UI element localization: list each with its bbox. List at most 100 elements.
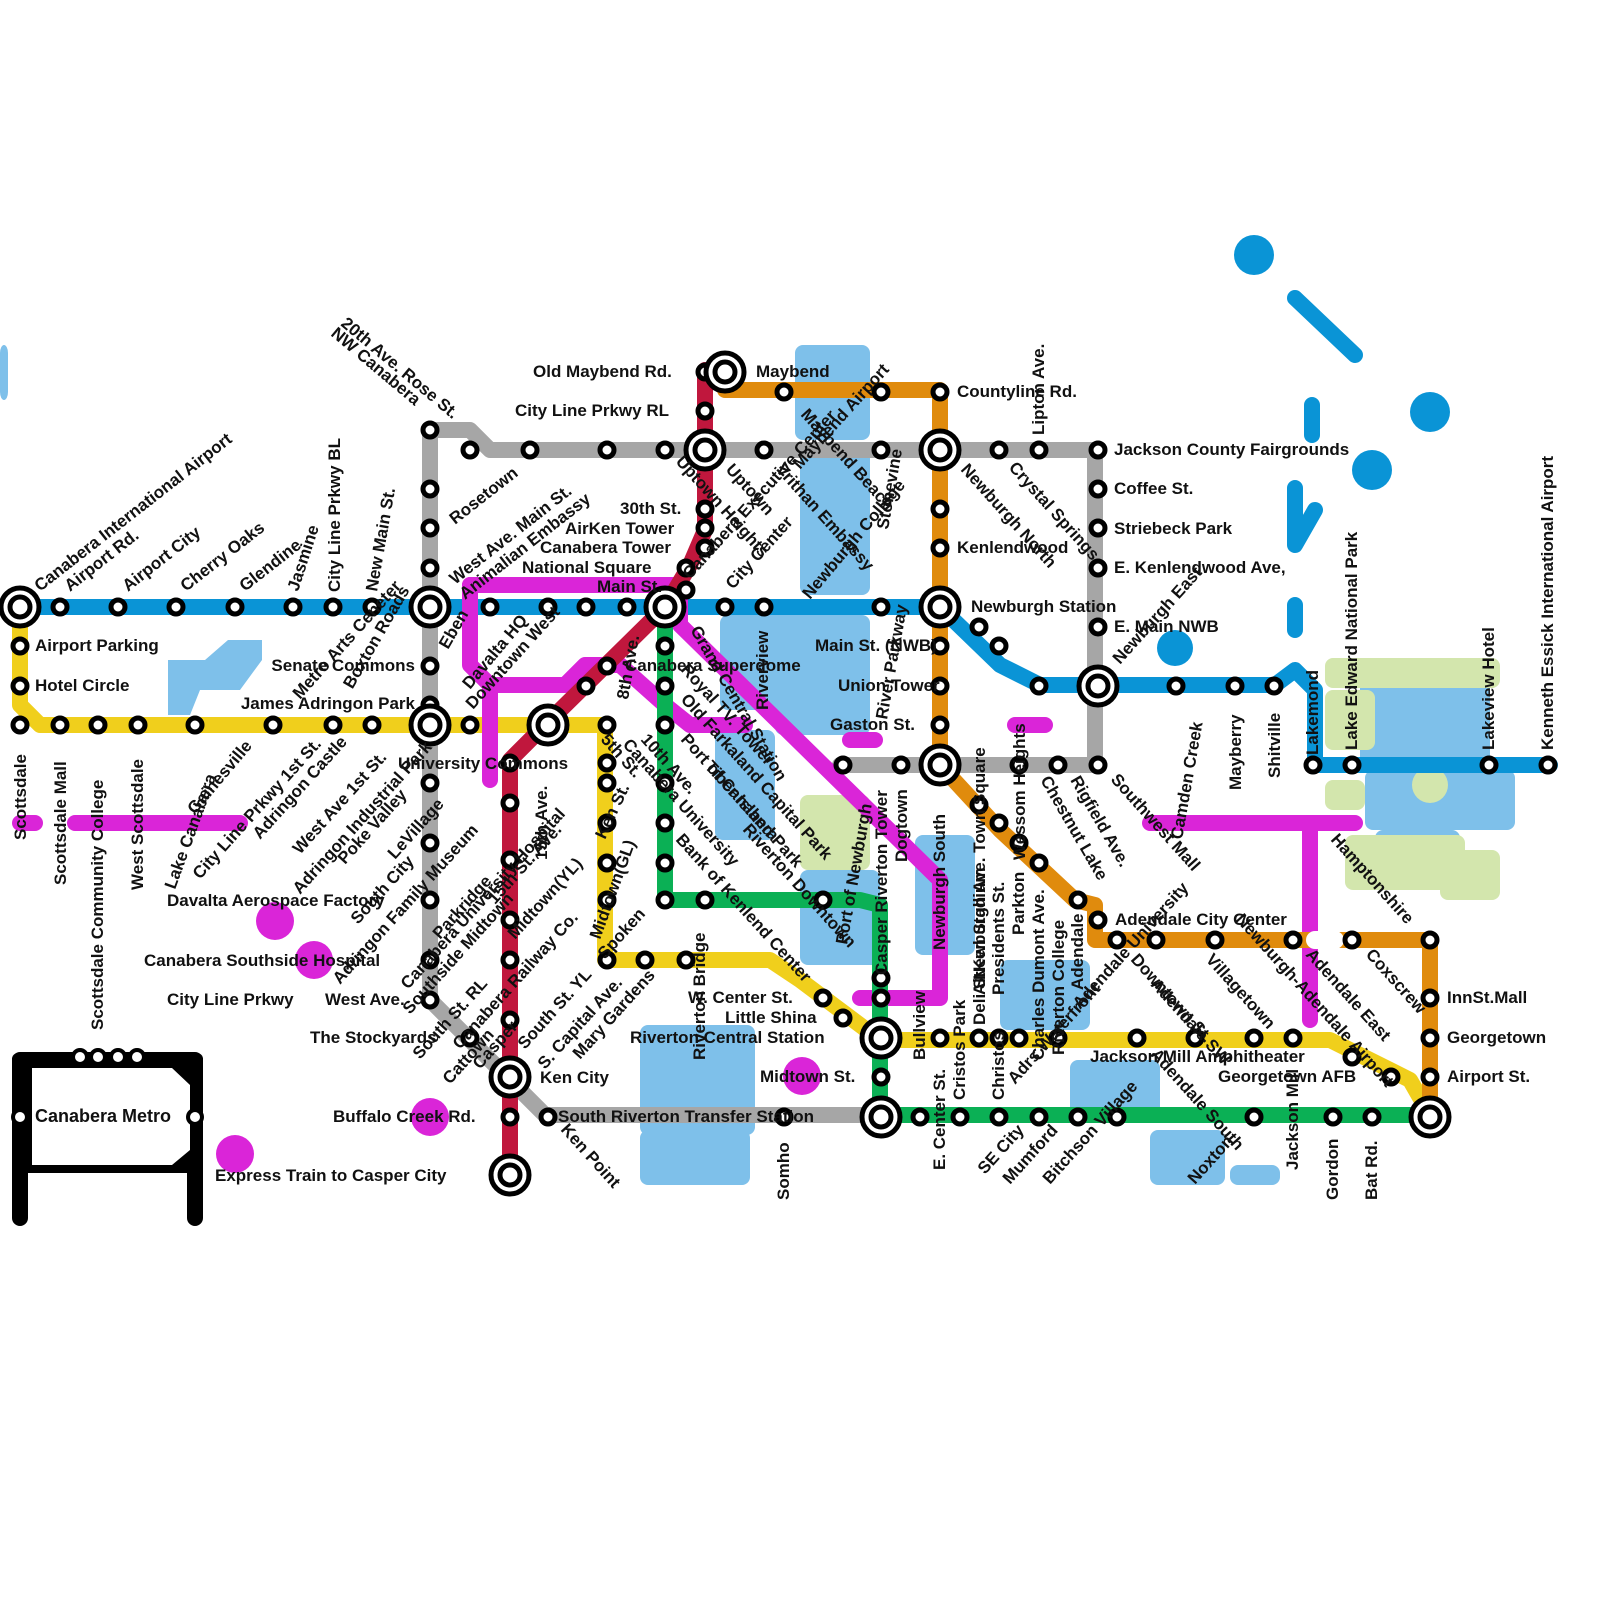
station-icon[interactable] [1068,890,1088,910]
station-icon[interactable] [1048,1028,1068,1048]
station-icon[interactable] [576,676,596,696]
station-label-james-adringon-park[interactable]: James Adringon Park [241,694,416,713]
station-icon[interactable] [715,597,735,617]
station-icon[interactable] [989,813,1009,833]
station-label-casper-riverton-tower[interactable]: Casper Riverton Tower [872,790,891,975]
station-icon[interactable] [10,636,30,656]
station-label-dogtown[interactable]: Dogtown [892,789,911,862]
station-label-lakemond[interactable]: Lakemond [1303,670,1322,755]
station-label-gordon[interactable]: Gordon [1323,1139,1342,1200]
station-icon[interactable] [930,382,950,402]
station-icon[interactable] [833,755,853,775]
station-icon[interactable] [655,636,675,656]
station-icon[interactable] [500,1107,520,1127]
station-label-countyline-rd[interactable]: Countyline Rd. [957,382,1077,401]
station-icon[interactable] [166,597,186,617]
station-icon[interactable] [1009,833,1029,853]
station-label-maybend[interactable]: Maybend [756,362,830,381]
station-label-e-main-nwb[interactable]: E. Main NWB [1114,617,1219,636]
station-icon[interactable] [1088,479,1108,499]
station-label-scottsdale-mall[interactable]: Scottsdale Mall [51,761,70,885]
station-label-senate-commons[interactable]: Senate Commons [271,656,415,675]
station-icon[interactable] [655,853,675,873]
station-icon[interactable] [676,580,696,600]
station-icon[interactable] [1420,988,1440,1008]
station-icon[interactable] [1088,617,1108,637]
station-label-wessom-heights[interactable]: Wessom Heights [1010,723,1029,860]
station-label-river-parkway[interactable]: River Parkway [872,602,911,720]
station-label-jackson-county-fairgrounds[interactable]: Jackson County Fairgrounds [1114,440,1349,459]
station-icon[interactable] [989,1028,1009,1048]
station-icon[interactable] [1166,676,1186,696]
station-label-adendale-city-center[interactable]: Adendale City Center [1115,910,1287,929]
station-icon[interactable] [1381,1067,1401,1087]
station-icon[interactable] [1029,1107,1049,1127]
station-icon[interactable] [930,499,950,519]
station-icon[interactable] [969,795,989,815]
station-icon[interactable] [989,1107,1009,1127]
station-icon[interactable] [362,715,382,735]
station-icon[interactable] [225,597,245,617]
station-icon[interactable] [1283,1028,1303,1048]
station-label-parkton[interactable]: Parkton [1009,872,1028,935]
station-label-kenlendwood[interactable]: Kenlendwood [957,538,1068,557]
station-label-15th-ave[interactable]: 15th Ave. [532,786,551,860]
station-icon[interactable] [695,538,715,558]
station-icon[interactable] [655,440,675,460]
station-icon[interactable] [597,853,617,873]
station-label-buffalo-creek-rd[interactable]: Buffalo Creek Rd. [333,1107,476,1126]
station-icon[interactable] [538,1107,558,1127]
station-icon[interactable] [1088,755,1108,775]
station-icon[interactable] [460,440,480,460]
station-label-main-st[interactable]: Main St. [597,577,662,596]
station-icon[interactable] [597,753,617,773]
station-icon[interactable] [597,656,617,676]
station-icon[interactable] [1088,910,1108,930]
station-icon[interactable] [989,636,1009,656]
station-icon[interactable] [833,1008,853,1028]
station-label-south-riverton-transfer-station[interactable]: South Riverton Transfer Station [558,1107,814,1126]
station-label-main-st-nwb[interactable]: Main St. (NWB) [815,636,937,655]
station-icon[interactable] [930,636,950,656]
station-label-airport-parking[interactable]: Airport Parking [35,636,159,655]
station-icon[interactable] [420,990,440,1010]
station-icon[interactable] [323,715,343,735]
station-icon[interactable] [420,479,440,499]
station-icon[interactable] [989,440,1009,460]
station-label-west-scottsdale[interactable]: West Scottsdale [128,759,147,890]
station-icon[interactable] [1342,755,1362,775]
station-icon[interactable] [1420,1067,1440,1087]
station-icon[interactable] [676,950,696,970]
station-icon[interactable] [283,597,303,617]
station-icon[interactable] [500,1010,520,1030]
station-icon[interactable] [655,890,675,910]
station-label-little-shina[interactable]: Little Shina [725,1008,817,1027]
station-icon[interactable] [1068,1107,1088,1127]
station-icon[interactable] [1283,930,1303,950]
station-icon[interactable] [1323,1107,1343,1127]
station-icon[interactable] [774,382,794,402]
station-icon[interactable] [1029,853,1049,873]
station-icon[interactable] [871,597,891,617]
station-label-villagetown[interactable]: Villagetown [1202,950,1279,1033]
station-label-national-square[interactable]: National Square [522,558,651,577]
station-label-bullview[interactable]: Bullview [910,990,929,1060]
station-label-ken-city[interactable]: Ken City [540,1068,610,1087]
station-icon[interactable] [108,597,128,617]
station-icon[interactable] [597,813,617,833]
station-icon[interactable] [420,890,440,910]
station-icon[interactable] [420,518,440,538]
station-label-the-stockyards[interactable]: The Stockyards [310,1028,437,1047]
station-label-newburgh-south[interactable]: Newburgh South [930,814,949,950]
station-icon[interactable] [576,597,596,617]
station-icon[interactable] [323,597,343,617]
station-label-express-train-to-casper-city[interactable]: Express Train to Casper City [215,1166,447,1185]
station-icon[interactable] [185,715,205,735]
station-icon[interactable] [754,597,774,617]
station-icon[interactable] [695,890,715,910]
station-label-deli-st[interactable]: Deli St. [970,967,989,1025]
station-label-georgetown[interactable]: Georgetown [1447,1028,1546,1047]
station-icon[interactable] [500,753,520,773]
station-icon[interactable] [695,518,715,538]
station-icon[interactable] [871,968,891,988]
